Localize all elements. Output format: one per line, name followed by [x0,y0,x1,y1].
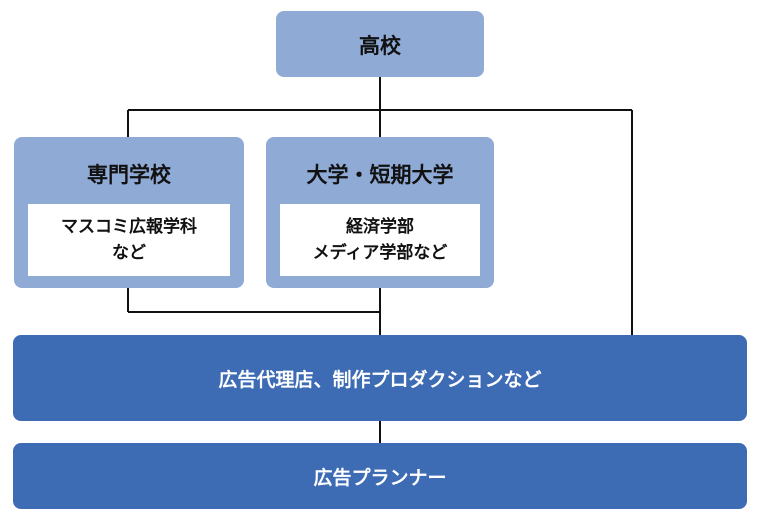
agency-bar: 広告代理店、制作プロダクションなど [13,335,747,421]
university-box: 大学・短期大学 経済学部 メディア学部など [266,137,494,288]
vocational-school-title: 専門学校 [87,163,171,187]
vocational-detail-line1: マスコミ広報学科 [61,217,197,237]
planner-bar: 広告プランナー [13,443,747,509]
vocational-detail-line2: など [112,243,146,263]
university-detail: 経済学部 メディア学部など [280,204,480,276]
university-title: 大学・短期大学 [306,163,454,187]
agency-label: 広告代理店、制作プロダクションなど [218,368,542,391]
vocational-school-detail: マスコミ広報学科 など [28,204,230,276]
high-school-label: 高校 [359,34,401,58]
planner-label: 広告プランナー [313,466,447,489]
vocational-school-box: 専門学校 マスコミ広報学科 など [14,137,244,288]
university-detail-line1: 経済学部 [346,217,414,237]
university-detail-line2: メディア学部など [312,243,448,263]
high-school-box: 高校 [276,11,484,77]
